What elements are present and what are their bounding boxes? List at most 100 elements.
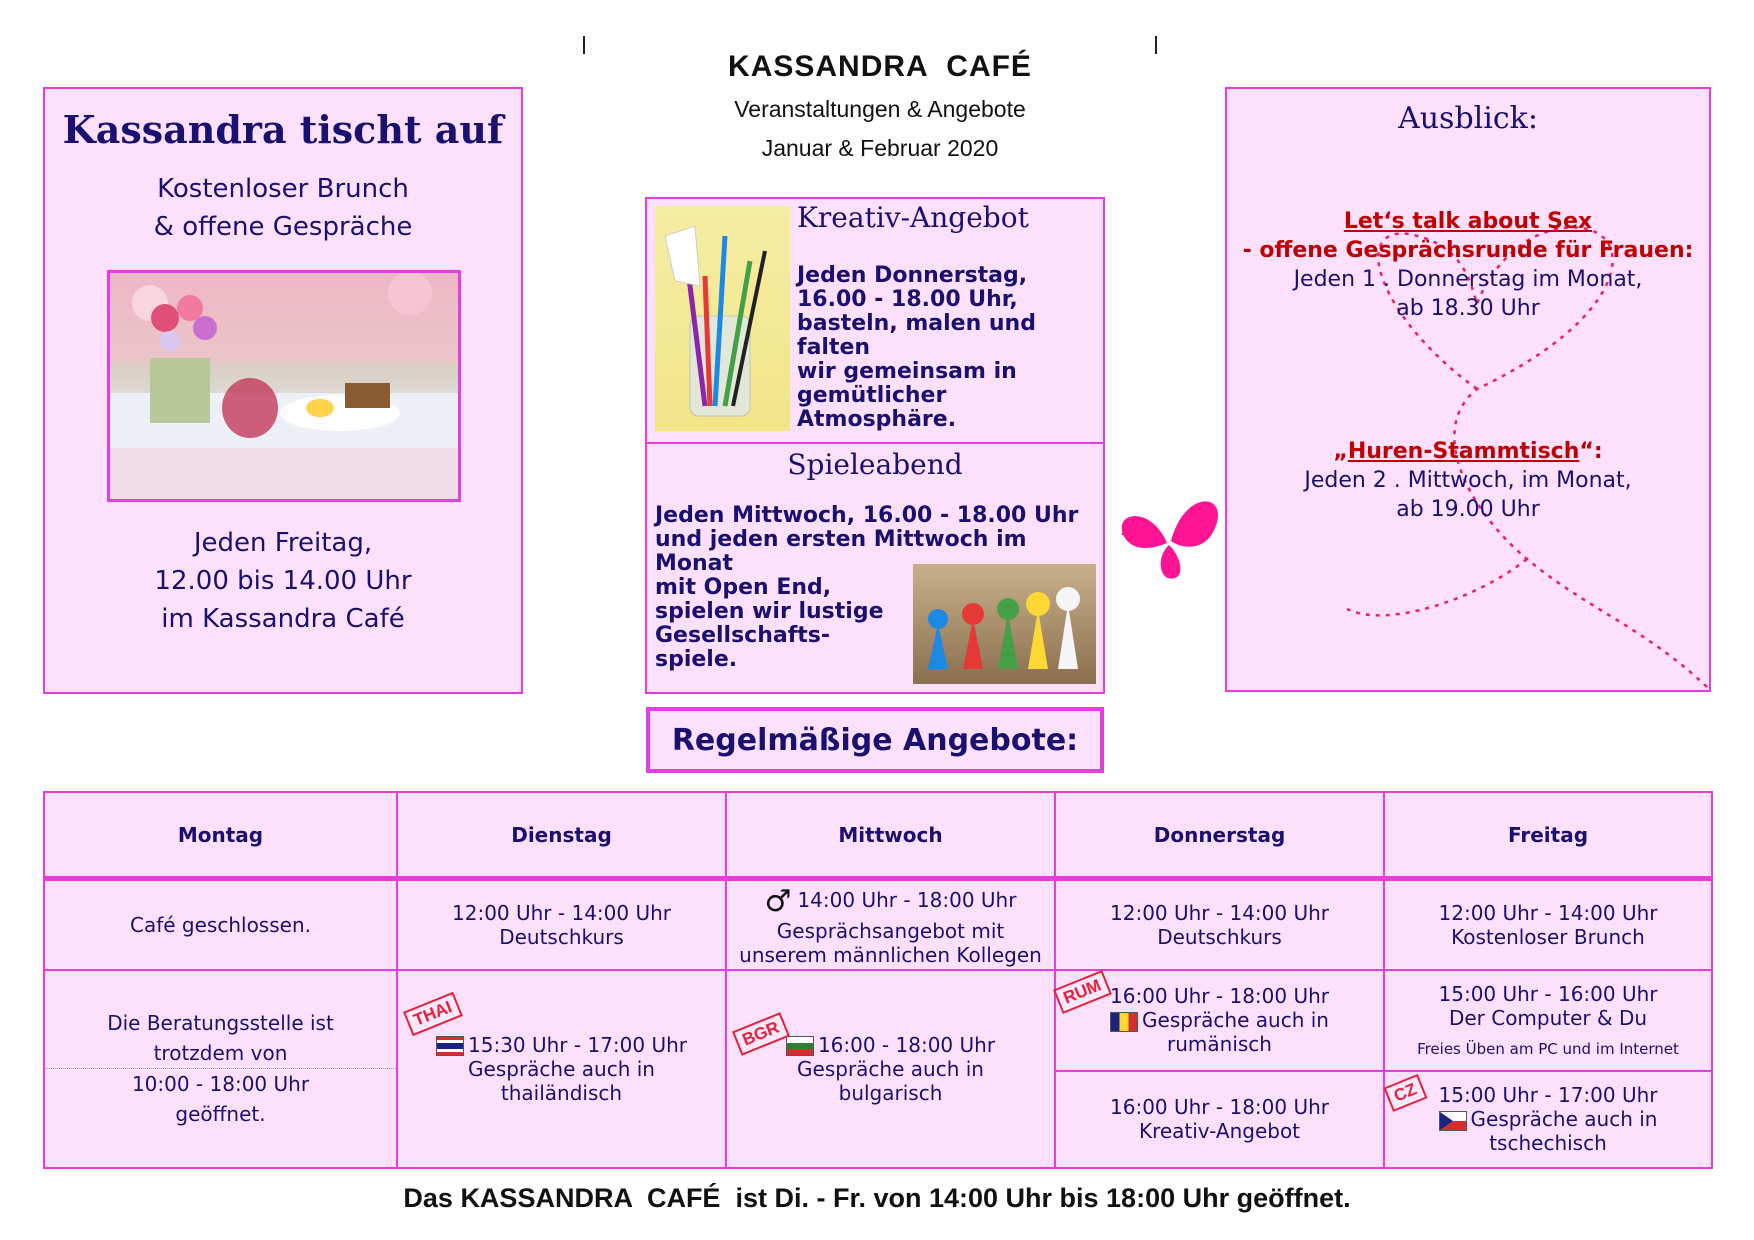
ausblick-box: Ausblick: Let‘s talk about Sex - offene … (1225, 87, 1711, 692)
wednesday-time-line: ♂14:00 Uhr - 18:00 Uhr (731, 884, 1050, 919)
brunch-illustration (110, 273, 458, 499)
event2: „Huren-Stammtisch“: Jeden 2 . Mittwoch, … (1227, 439, 1709, 522)
tuesday-cell-2: THAI 15:30 Uhr - 17:00 Uhr Gespräche auc… (396, 968, 727, 1170)
schedule-table: Montag Dienstag Mittwoch Donnerstag Frei… (43, 791, 1713, 1170)
kreativ-text: Jeden Donnerstag, 16.00 - 18.00 Uhr, bas… (797, 264, 1103, 432)
thursday-cell-2: RUM 16:00 Uhr - 18:00 Uhr Gespräche auch… (1053, 968, 1385, 1072)
top-tick-left (583, 36, 585, 54)
monday-note-divider (45, 1068, 396, 1070)
kreativ-image (655, 206, 790, 431)
spiele-image (913, 564, 1096, 684)
wednesday-text: Gespräche auch in (797, 1056, 984, 1081)
kreativ-line: basteln, malen und falten (797, 311, 1036, 360)
kreativ-heading: Kreativ-Angebot (797, 201, 1029, 234)
brunch-time2: 12.00 bis 14.00 Uhr (154, 566, 412, 596)
kreativ-line: wir gemeinsam in (797, 359, 1017, 384)
bulgaria-flag-icon (785, 1036, 814, 1057)
friday-text: Gespräche auch in tschechisch (1470, 1107, 1658, 1156)
monday-note: trotzdem von (153, 1041, 288, 1066)
thursday-text: Deutschkurs (1157, 925, 1282, 950)
day-header: Freitag (1383, 791, 1713, 882)
tuesday-text: Gespräche auch in (468, 1056, 655, 1081)
spiele-box: Spieleabend Jeden Mittwoch, 16.00 - 18.0… (645, 442, 1105, 694)
kreativ-line: 16.00 - 18.00 Uhr, (797, 287, 1018, 312)
page-title: KASSANDRA CAFÉ (728, 50, 1032, 83)
event1-time1: Jeden 1 . Donnerstag im Monat, (1293, 267, 1643, 292)
wednesday-time: 16:00 - 18:00 Uhr (817, 1032, 996, 1057)
event2-title: Huren-Stammtisch (1347, 439, 1580, 464)
thursday-time: 16:00 Uhr - 18:00 Uhr (1110, 984, 1329, 1009)
header: KASSANDRA CAFÉ Veranstaltungen & Angebot… (620, 50, 1140, 162)
friday-cell-1: 12:00 Uhr - 14:00 Uhr Kostenloser Brunch (1383, 877, 1713, 971)
event1: Let‘s talk about Sex - offene Gesprächsr… (1227, 209, 1709, 321)
thursday-time: 16:00 Uhr - 18:00 Uhr (1110, 1095, 1329, 1120)
thailand-flag-icon (436, 1036, 464, 1057)
male-symbol-icon: ♂ (764, 883, 792, 919)
romania-flag-icon (1110, 1011, 1139, 1032)
friday-time: 15:00 Uhr - 16:00 Uhr (1438, 982, 1658, 1007)
regular-heading: Regelmäßige Angebote: (671, 723, 1079, 758)
tuesday-time-line: 15:30 Uhr - 17:00 Uhr (402, 1033, 721, 1057)
regular-heading-box: Regelmäßige Angebote: (646, 707, 1104, 773)
spiele-line: mit Open End, (655, 575, 832, 600)
spiele-line: Jeden Mittwoch, 16.00 - 18.00 Uhr (655, 503, 1079, 528)
game-pieces-illustration (928, 587, 1080, 669)
monday-cell-2: Die Beratungsstelle ist trotzdem von 10:… (43, 968, 398, 1170)
monday-note: Die Beratungsstelle ist (107, 1011, 334, 1036)
tuesday-cell-1: 12:00 Uhr - 14:00 Uhr Deutschkurs (396, 877, 727, 971)
heart-dotted-line (1346, 226, 1709, 690)
brunch-line2: & offene Gespräche (153, 212, 413, 242)
tuesday-time: 12:00 Uhr - 14:00 Uhr (452, 901, 671, 926)
event1-time2: ab 18.30 Uhr (1396, 296, 1540, 321)
thursday-text: Gespräche auch in rumänisch (1142, 1008, 1329, 1057)
monday-note: geöffnet. (175, 1102, 266, 1127)
day-header: Montag (43, 791, 398, 882)
spiele-line: spiele. (655, 647, 738, 672)
event2-time1: Jeden 2 . Mittwoch, im Monat, (1304, 468, 1632, 493)
day-header: Mittwoch (725, 791, 1056, 882)
kreativ-box: Kreativ-Angebot Jeden Donnerstag, 16.00 … (645, 197, 1105, 444)
ausblick-heading: Ausblick: (1398, 101, 1538, 136)
wednesday-time: 14:00 Uhr - 18:00 Uhr (797, 887, 1017, 912)
event2-title-line: „Huren-Stammtisch“: (1227, 439, 1709, 464)
event2-quote-open: „ (1333, 439, 1348, 464)
thursday-cell-1: 12:00 Uhr - 14:00 Uhr Deutschkurs (1054, 877, 1385, 971)
event2-time2: ab 19.00 Uhr (1396, 497, 1540, 522)
page-date: Januar & Februar 2020 (761, 135, 999, 161)
kreativ-line: gemütlicher Atmosphäre. (797, 383, 957, 432)
footer-text: Das KASSANDRA CAFÉ ist Di. - Fr. von 14:… (403, 1183, 1351, 1213)
wednesday-cell-1: ♂14:00 Uhr - 18:00 Uhr Gesprächsangebot … (725, 877, 1056, 971)
friday-cell-2: 15:00 Uhr - 16:00 Uhr Der Computer & Du … (1383, 968, 1713, 1072)
spiele-heading: Spieleabend (787, 448, 963, 481)
butterfly-icon (1120, 501, 1219, 579)
page-subtitle: Veranstaltungen & Angebote (734, 96, 1026, 122)
czech-flag-icon (1438, 1110, 1467, 1131)
spiele-line: spielen wir lustige (655, 599, 884, 624)
schedule-row-1: Café geschlossen. 12:00 Uhr - 14:00 Uhr … (43, 877, 1713, 971)
friday-time: 15:00 Uhr - 17:00 Uhr (1438, 1083, 1658, 1108)
brunch-time1: Jeden Freitag, (193, 528, 373, 558)
day-header: Dienstag (396, 791, 727, 882)
wednesday-time-line: 16:00 - 18:00 Uhr (731, 1033, 1050, 1057)
top-tick-right (1155, 36, 1157, 54)
brunch-box: Kassandra tischt auf Kostenloser Brunch … (43, 87, 523, 694)
footer: Das KASSANDRA CAFÉ ist Di. - Fr. von 14:… (0, 1183, 1754, 1214)
event1-title: Let‘s talk about Sex (1343, 209, 1593, 234)
spiele-line: und jeden ersten Mittwoch im Monat (655, 527, 1027, 576)
spiele-line: Gesellschafts- (655, 623, 831, 648)
thursday-cell-3: 16:00 Uhr - 18:00 Uhr Kreativ-Angebot (1054, 1069, 1385, 1170)
schedule-row-2: Die Beratungsstelle ist trotzdem von 10:… (43, 968, 1713, 1170)
wednesday-text: bulgarisch (838, 1080, 943, 1105)
monday-note: 10:00 - 18:00 Uhr (131, 1072, 310, 1097)
kreativ-line: Jeden Donnerstag, (797, 263, 1028, 288)
thursday-text-line: Gespräche auch in rumänisch (1060, 1008, 1379, 1056)
brunch-time3: im Kassandra Café (161, 604, 405, 634)
monday-cell-1: Café geschlossen. (43, 877, 398, 971)
schedule-header-row: Montag Dienstag Mittwoch Donnerstag Frei… (43, 791, 1713, 882)
wednesday-text: unserem männlichen Kollegen (739, 942, 1042, 967)
wednesday-text: Gesprächsangebot mit (776, 918, 1005, 943)
friday-text-line: Gespräche auch in tschechisch (1389, 1107, 1707, 1155)
brunch-image (107, 270, 461, 502)
day-header: Donnerstag (1054, 791, 1385, 882)
friday-text: Der Computer & Du (1448, 1006, 1648, 1031)
